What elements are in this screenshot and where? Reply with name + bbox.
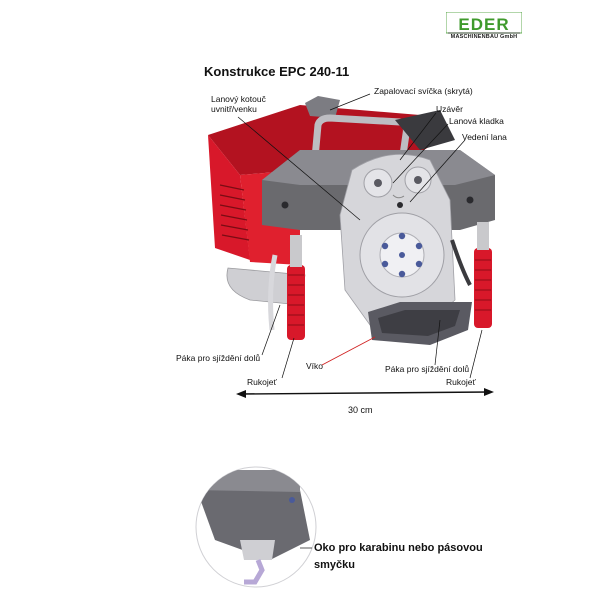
logo-subtitle: MASCHINENBAU GmbH (450, 34, 518, 40)
label-lowering-lever-left: Páka pro sjíždění dolů (176, 353, 261, 363)
label-rope-pulley: Lanová kladka (449, 116, 504, 126)
label-rope-guide: Vedení lana (462, 132, 507, 142)
logo-brand: EDER (458, 15, 510, 34)
cover-callout-line (321, 336, 376, 366)
side-plate (339, 154, 456, 331)
label-dimension: 30 cm (348, 405, 373, 415)
label-cover: Víko (306, 361, 324, 371)
dimension-arrow (236, 388, 494, 398)
handles (268, 222, 492, 340)
label-rope-reel-line2: uvnitř/venku (211, 104, 257, 114)
label-eye-line2: smyčku (314, 559, 355, 571)
label-lowering-lever-right: Páka pro sjíždění dolů (385, 364, 470, 374)
label-spark-plug: Zapalovací svíčka (skrytá) (374, 86, 473, 96)
label-lock: Uzávěr (436, 104, 463, 114)
label-handle-right: Rukojeť (446, 377, 476, 387)
carabiner-eye-detail (195, 466, 317, 588)
label-eye-line1: Oko pro karabinu nebo pásovou (314, 542, 483, 554)
label-rope-reel-line1: Lanový kotouč (211, 94, 266, 104)
callout-lines (237, 93, 483, 379)
label-handle-left: Rukojeť (247, 377, 277, 387)
page-title: Konstrukce EPC 240-11 (204, 64, 350, 79)
